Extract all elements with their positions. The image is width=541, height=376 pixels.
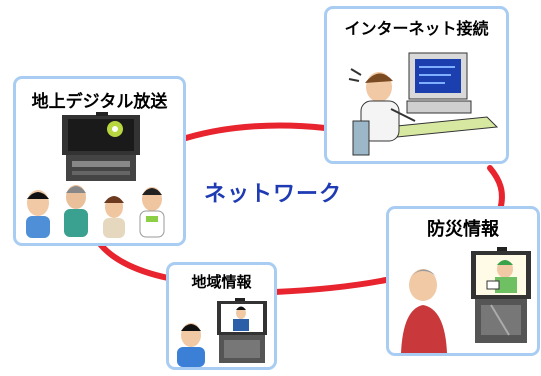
regional-tv-illustration <box>177 298 267 367</box>
regional-info-card: 地域情報 <box>166 262 277 370</box>
regional-info-title: 地域情報 <box>191 273 252 291</box>
disaster-info-card: 防災情報 <box>386 206 540 356</box>
disaster-broadcast-illustration <box>401 247 531 353</box>
digital-broadcast-card: 地上デジタル放送 <box>13 76 186 246</box>
pc-user-illustration <box>348 52 499 156</box>
digital-broadcast-title: 地上デジタル放送 <box>31 92 168 112</box>
tv-stand <box>66 155 136 181</box>
internet-connection-title: インターネット接続 <box>344 19 489 38</box>
tv-and-family-illustration <box>26 112 165 238</box>
disaster-info-title: 防災情報 <box>427 219 499 240</box>
network-label: ネットワーク <box>204 182 343 207</box>
internet-connection-card: インターネット接続 <box>324 6 509 164</box>
